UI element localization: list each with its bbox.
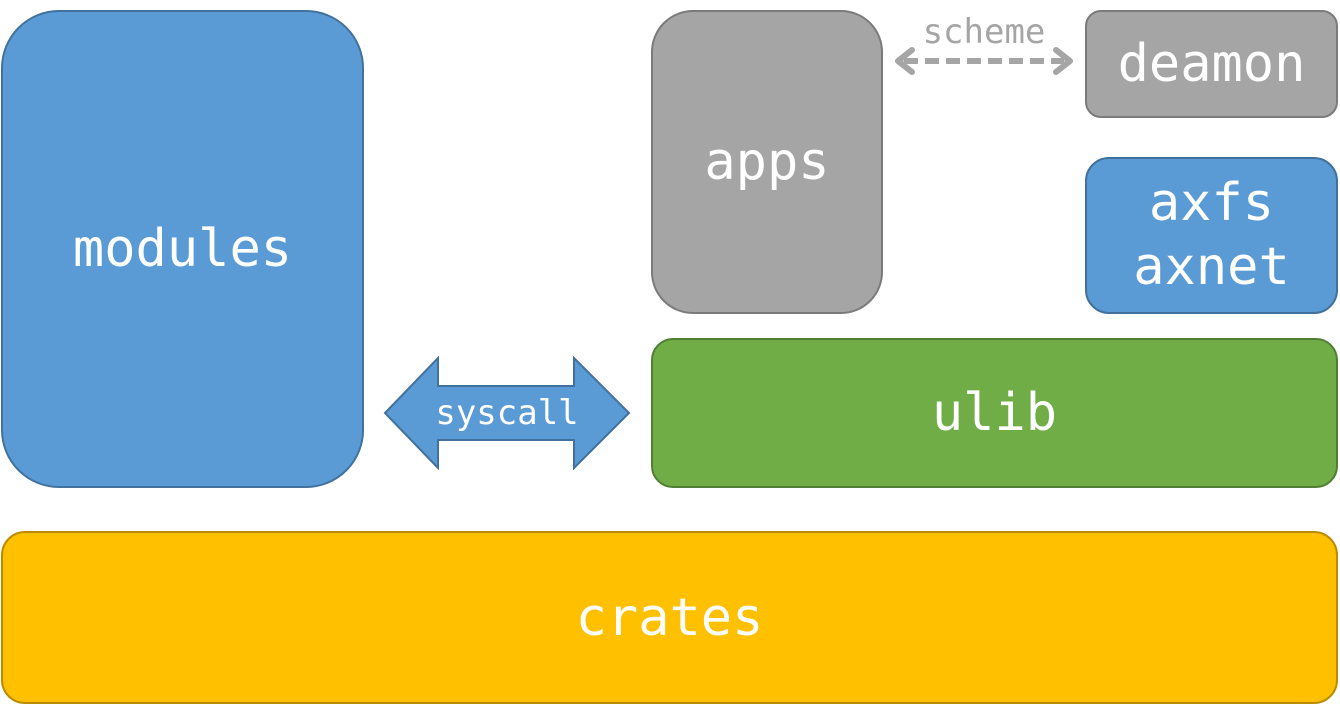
syscall-double-arrow <box>383 356 631 470</box>
modules-block: modules <box>1 10 364 488</box>
deamon-block: deamon <box>1085 10 1338 118</box>
apps-block: apps <box>651 10 883 314</box>
scheme-label: scheme <box>922 12 1046 52</box>
syscall-label: syscall <box>435 393 579 433</box>
axfs-axnet-block: axfs axnet <box>1085 157 1338 314</box>
crates-block: crates <box>1 531 1338 704</box>
ulib-block: ulib <box>651 338 1338 488</box>
scheme-dashed-arrow <box>895 47 1073 75</box>
